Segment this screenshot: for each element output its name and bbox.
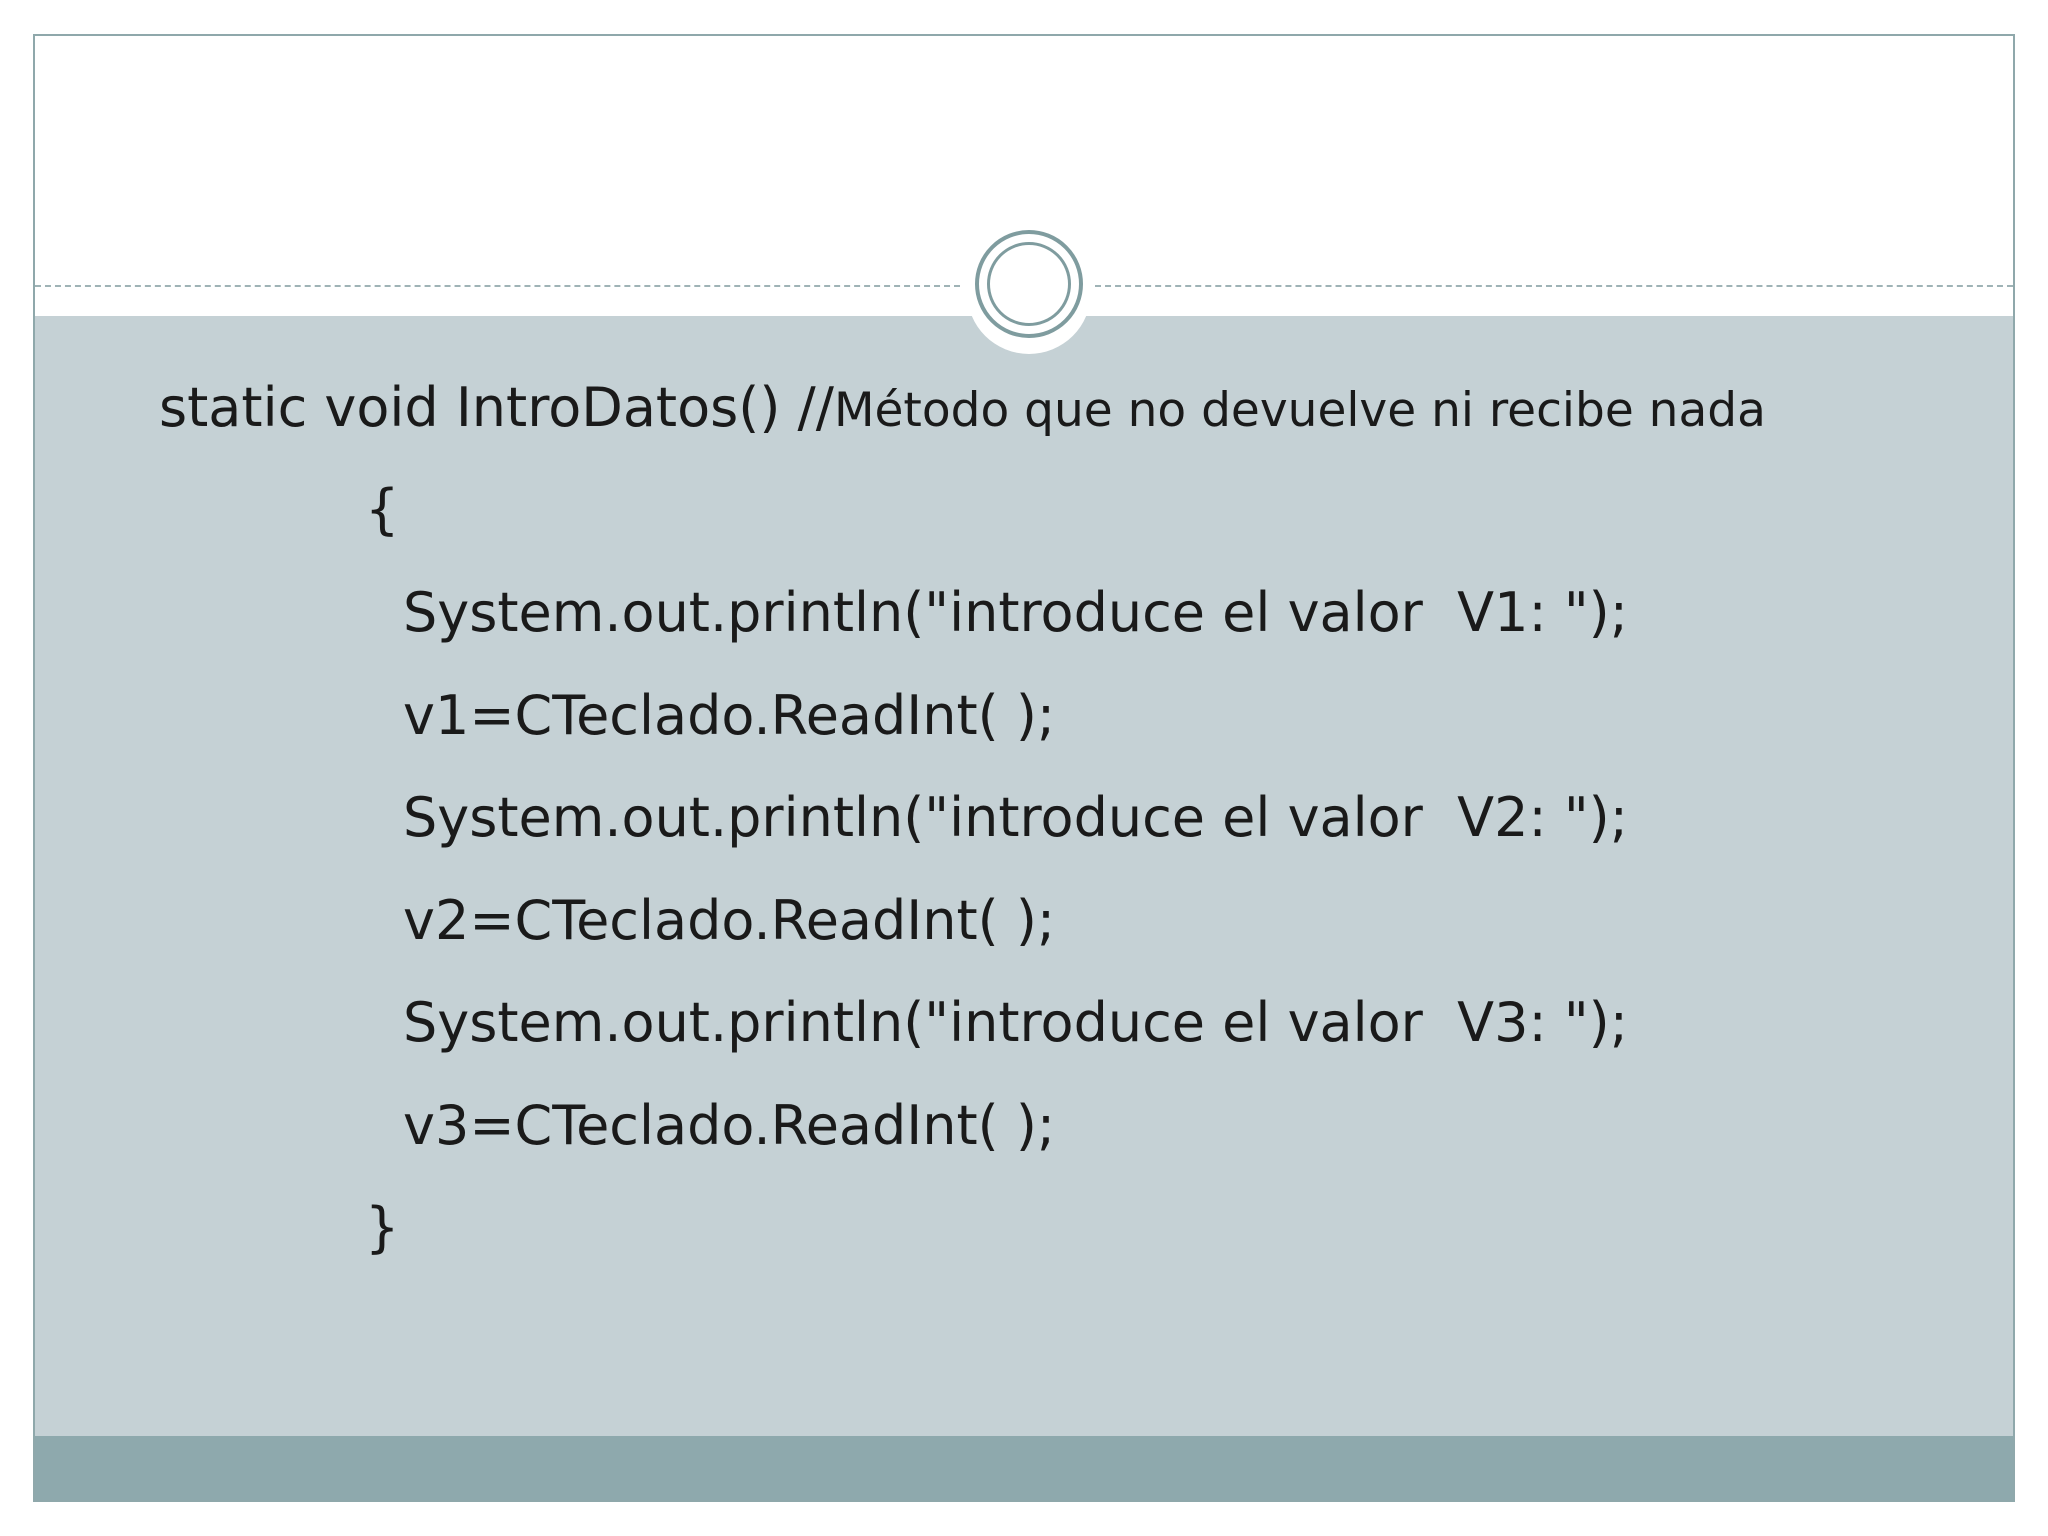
dashed-divider-left: [35, 285, 960, 287]
code-line-read-v3: v3=CTeclado.ReadInt( );: [403, 1094, 1056, 1157]
signature-code: static void IntroDatos() //: [159, 376, 834, 439]
content-area: [35, 316, 2013, 1436]
footer-band: [35, 1436, 2013, 1500]
circle-inner-ring: [987, 242, 1071, 326]
code-line-read-v2: v2=CTeclado.ReadInt( );: [403, 889, 1056, 952]
code-line-read-v1: v1=CTeclado.ReadInt( );: [403, 684, 1056, 747]
code-line-open-brace: {: [365, 478, 400, 541]
slide: static void IntroDatos() //Método que no…: [33, 34, 2015, 1502]
code-line-print-v1: System.out.println("introduce el valor V…: [403, 581, 1628, 644]
method-signature: static void IntroDatos() //Método que no…: [159, 376, 1766, 443]
signature-comment: Método que no devuelve ni recibe nada: [833, 383, 1766, 438]
dashed-divider-right: [1095, 285, 2013, 287]
code-line-print-v2: System.out.println("introduce el valor V…: [403, 786, 1628, 849]
code-line-print-v3: System.out.println("introduce el valor V…: [403, 991, 1628, 1054]
code-line-close-brace: }: [365, 1196, 400, 1259]
code-block: static void IntroDatos() //Método que no…: [35, 36, 2013, 1500]
circle-ornament-icon: [975, 230, 1083, 338]
